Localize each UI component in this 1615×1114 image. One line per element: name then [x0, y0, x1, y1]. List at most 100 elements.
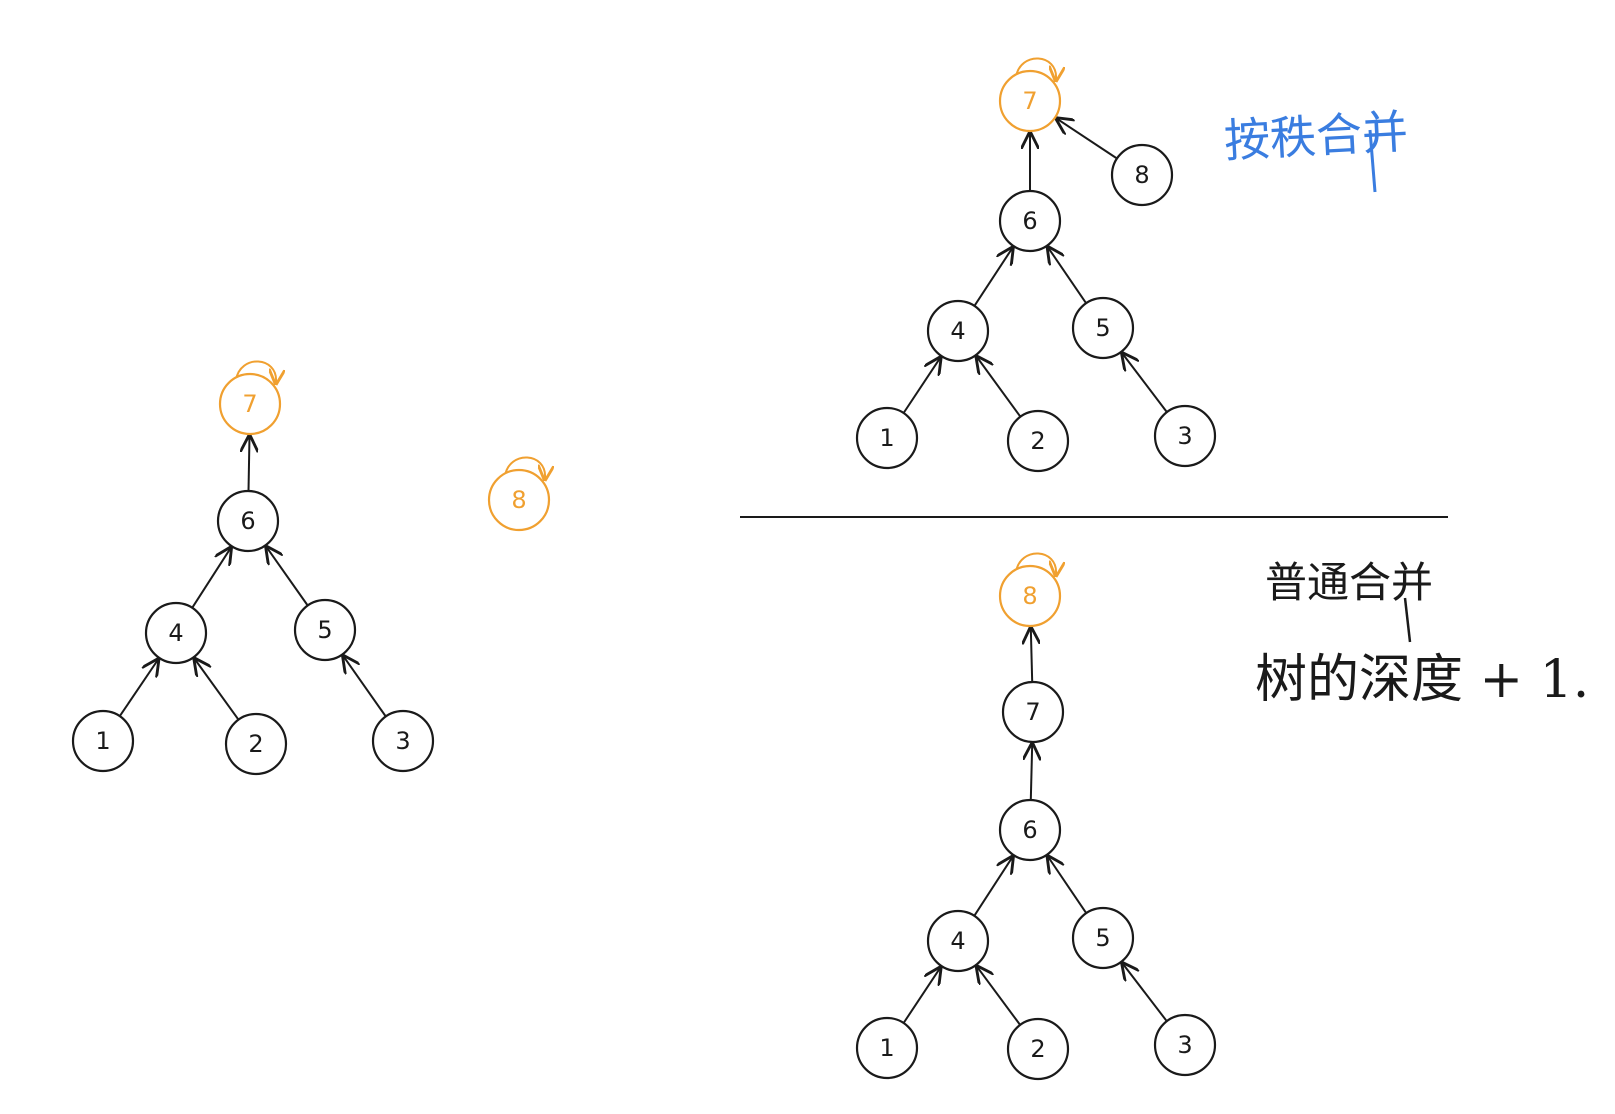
rank_merge-node-5: 5 [1071, 296, 1135, 360]
normal_merge-edge-7-to-8 [1031, 628, 1032, 683]
edges-layer [118, 119, 1168, 1026]
normal_merge-node-7: 7 [1001, 680, 1065, 744]
before-node-label-7: 7 [242, 390, 257, 418]
rank_merge-node-label-7: 7 [1022, 87, 1037, 115]
rank_merge-node-label-6: 6 [1022, 207, 1037, 235]
rank_merge-node-7: 7 [998, 57, 1062, 133]
rank_merge-node-2: 2 [1006, 409, 1070, 473]
rank_merge-edge-4-to-6 [973, 248, 1012, 307]
normal_merge-node-circle-3 [1153, 1013, 1217, 1077]
before-node-circle-8 [487, 468, 551, 532]
normal_merge-node-label-4: 4 [950, 927, 965, 955]
normal_merge-node-circle-4 [926, 909, 990, 973]
before-node-circle-7 [218, 372, 282, 436]
before-self-loop-8 [504, 456, 545, 478]
normal_merge-node-label-7: 7 [1025, 698, 1040, 726]
before-edge-4-to-6 [191, 548, 231, 609]
before-edge-6-to-7 [249, 436, 250, 492]
before-node-8: 8 [487, 456, 551, 532]
normal_merge-node-3: 3 [1153, 1013, 1217, 1077]
normal_merge-node-circle-8 [998, 564, 1062, 628]
before-edge-5-to-6 [267, 547, 309, 607]
rank_merge-node-circle-6 [998, 189, 1062, 253]
before-edge-2-to-4 [195, 659, 240, 721]
normal_merge-edge-4-to-6 [973, 857, 1012, 917]
before-node-circle-4 [144, 601, 208, 665]
rank_merge-node-8: 8 [1110, 143, 1174, 207]
normal_merge-node-label-6: 6 [1022, 816, 1037, 844]
rank_merge-node-4: 4 [926, 299, 990, 363]
before-node-label-8: 8 [511, 486, 526, 514]
rank_merge-node-circle-2 [1006, 409, 1070, 473]
rank_merge-edge-5-to-6 [1048, 247, 1087, 304]
rank_merge-node-circle-1 [855, 406, 919, 470]
normal_merge-edge-5-to-6 [1048, 857, 1088, 914]
normal_merge-self-loop-8 [1015, 552, 1056, 574]
normal_merge-edge-6-to-7 [1031, 744, 1032, 801]
normal_merge-node-circle-6 [998, 798, 1062, 862]
depth-annotation: 树的深度 + 1. [1255, 650, 1589, 710]
rank_merge-edge-3-to-5 [1122, 354, 1168, 413]
normal_merge-node-2: 2 [1006, 1017, 1070, 1081]
normal_merge-node-6: 6 [998, 798, 1062, 862]
rank-merge-annotation: 按秩合并 [1223, 104, 1410, 168]
rank_merge-node-circle-5 [1071, 296, 1135, 360]
before-node-4: 4 [144, 601, 208, 665]
nodes-layer: 7 6 4 5 1 2 3 8 7 8 6 4 5 1 2 3 8 7 6 4 5 1 2 3 [71, 57, 1217, 1081]
rank_merge-node-1: 1 [855, 406, 919, 470]
before-node-circle-2 [224, 712, 288, 776]
normal_merge-node-circle-2 [1006, 1017, 1070, 1081]
rank_merge-node-label-3: 3 [1177, 422, 1192, 450]
before-node-label-4: 4 [168, 619, 183, 647]
rank_merge-node-label-1: 1 [879, 424, 894, 452]
before-edge-3-to-5 [343, 656, 387, 718]
normal_merge-node-circle-7 [1001, 680, 1065, 744]
before-node-circle-3 [371, 709, 435, 773]
normal_merge-node-circle-1 [855, 1016, 919, 1080]
rank_merge-node-label-8: 8 [1134, 161, 1149, 189]
normal_merge-node-8: 8 [998, 552, 1062, 628]
rank_merge-self-loop-7 [1015, 57, 1056, 79]
rank_merge-edge-1-to-4 [902, 358, 941, 414]
normal_merge-edge-3-to-5 [1123, 963, 1168, 1022]
rank-merge-stroke [1368, 129, 1377, 193]
normal-merge-stroke [1403, 597, 1412, 643]
before-node-1: 1 [71, 709, 135, 773]
before-node-circle-1 [71, 709, 135, 773]
normal_merge-node-label-2: 2 [1030, 1035, 1045, 1063]
before-node-label-2: 2 [248, 730, 263, 758]
normal_merge-node-label-5: 5 [1095, 924, 1110, 952]
normal_merge-node-label-8: 8 [1022, 582, 1037, 610]
rank_merge-node-label-2: 2 [1030, 427, 1045, 455]
rank_merge-edge-2-to-4 [977, 357, 1022, 418]
normal_merge-node-5: 5 [1071, 906, 1135, 970]
rank_merge-node-circle-8 [1110, 143, 1174, 207]
before-node-5: 5 [293, 598, 357, 662]
before-node-2: 2 [224, 712, 288, 776]
before-node-label-3: 3 [395, 727, 410, 755]
rank_merge-node-3: 3 [1153, 404, 1217, 468]
normal_merge-edge-1-to-4 [902, 968, 941, 1024]
before-node-label-5: 5 [317, 616, 332, 644]
rank_merge-node-circle-3 [1153, 404, 1217, 468]
before-node-3: 3 [371, 709, 435, 773]
normal_merge-node-label-3: 3 [1177, 1031, 1192, 1059]
normal_merge-node-circle-5 [1071, 906, 1135, 970]
before-node-label-1: 1 [95, 727, 110, 755]
before-self-loop-7 [235, 360, 276, 382]
before-node-7: 7 [218, 360, 282, 436]
before-node-circle-5 [293, 598, 357, 662]
before-node-6: 6 [216, 489, 280, 553]
rank_merge-node-circle-7 [998, 69, 1062, 133]
rank_merge-node-label-4: 4 [950, 317, 965, 345]
normal_merge-node-label-1: 1 [879, 1034, 894, 1062]
rank_merge-edge-8-to-7 [1057, 119, 1118, 160]
normal_merge-node-4: 4 [926, 909, 990, 973]
rank_merge-node-circle-4 [926, 299, 990, 363]
rank_merge-node-label-5: 5 [1095, 314, 1110, 342]
before-node-circle-6 [216, 489, 280, 553]
before-edge-1-to-4 [118, 660, 158, 717]
rank_merge-node-6: 6 [998, 189, 1062, 253]
normal-merge-annotation: 普通合并 [1265, 558, 1433, 607]
